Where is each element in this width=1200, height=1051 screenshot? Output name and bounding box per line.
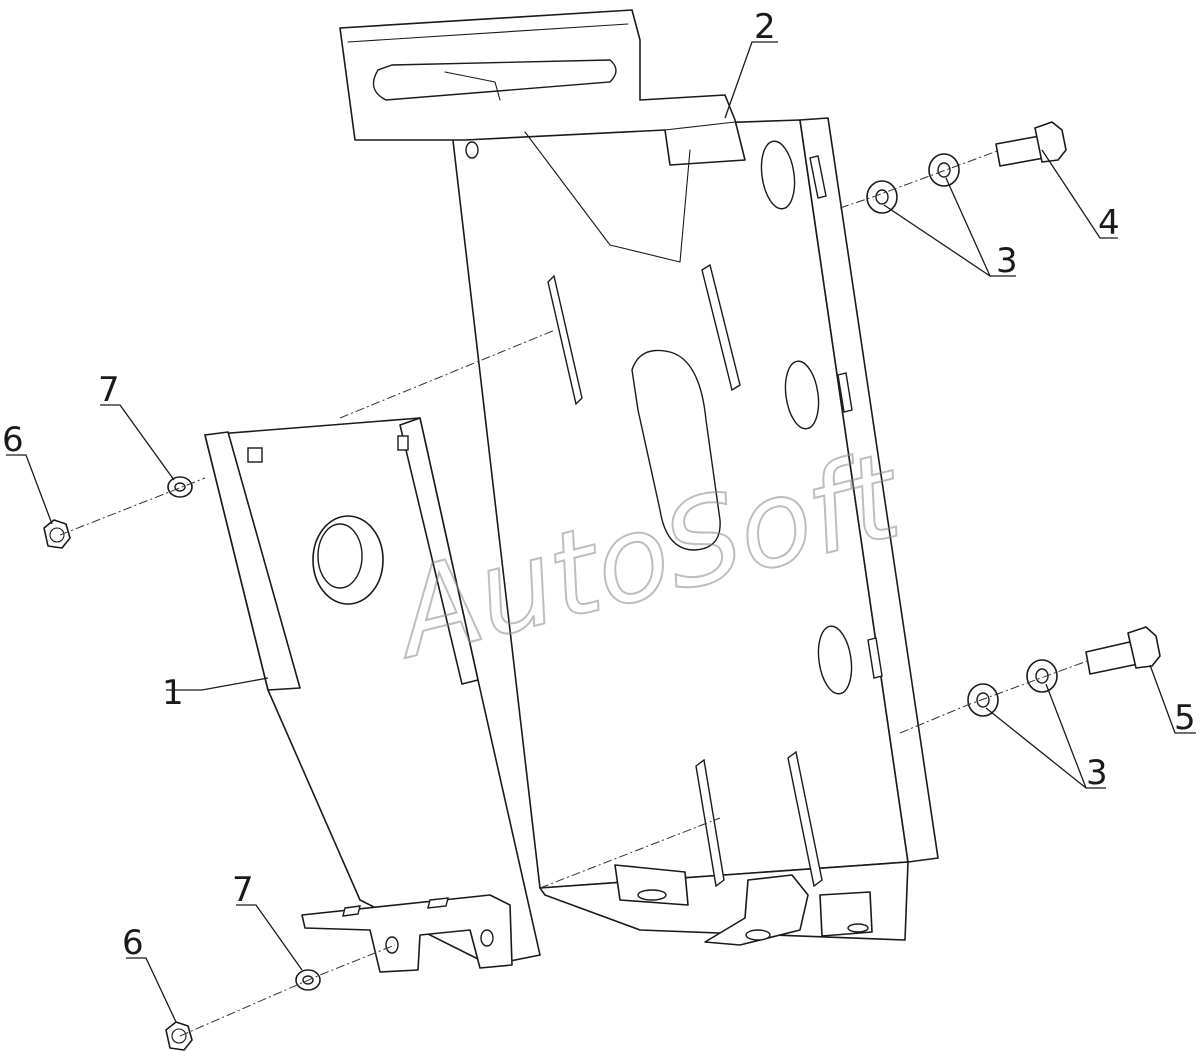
callout-6-lower: 6 (122, 923, 144, 963)
front-bracket (204, 417, 541, 973)
mounting-plate (339, 9, 939, 946)
callout-5: 5 (1174, 698, 1196, 738)
assembly-axes (59, 149, 1091, 1037)
leader-lines (6, 41, 1196, 1023)
washer-upper-2 (928, 153, 960, 187)
callout-2: 2 (754, 7, 776, 47)
bolt-lower (1085, 626, 1161, 675)
callout-7-upper: 7 (98, 370, 120, 410)
bolt-upper (995, 121, 1067, 167)
callout-1: 1 (162, 673, 184, 713)
callout-7-lower: 7 (232, 870, 254, 910)
nut-upper (43, 519, 71, 549)
washer-upper-1 (866, 180, 898, 214)
callout-labels: 1 2 3 4 5 3 6 7 6 7 (2, 7, 1196, 963)
callout-4: 4 (1098, 203, 1120, 243)
callout-6-upper: 6 (2, 420, 24, 460)
washer-lower-1 (967, 683, 999, 717)
callout-3-upper: 3 (996, 241, 1018, 281)
nut-lower (165, 1021, 193, 1051)
spring-washer-upper (167, 476, 193, 498)
washer-lower-2 (1026, 659, 1058, 693)
callout-3-lower: 3 (1086, 753, 1108, 793)
